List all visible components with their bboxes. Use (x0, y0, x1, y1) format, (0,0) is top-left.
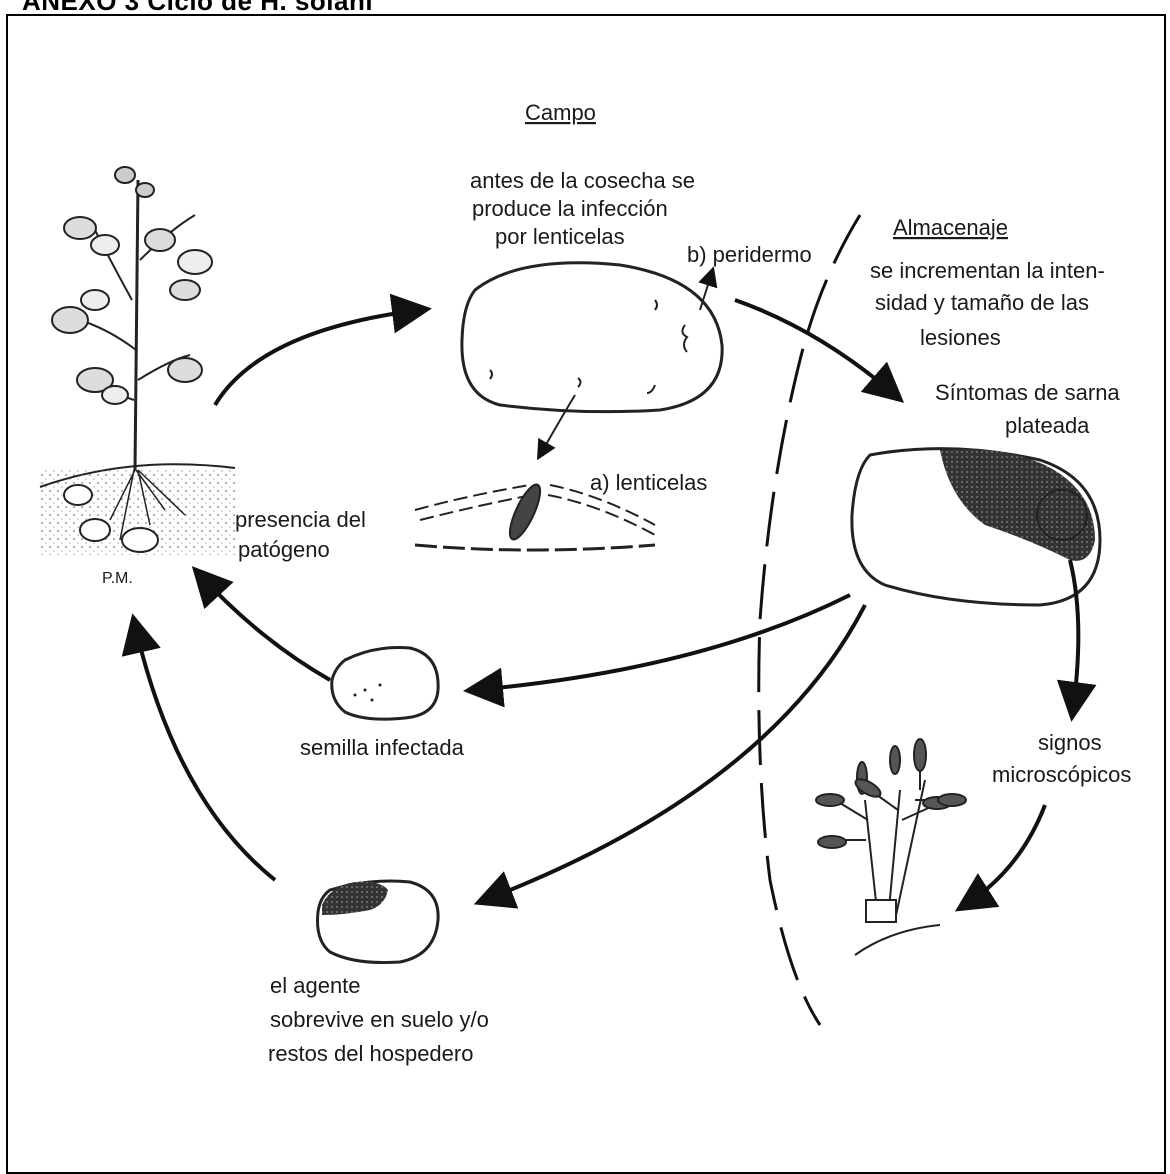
infected-seed-tuber (332, 648, 438, 720)
label-pm: P.M. (102, 570, 133, 587)
field-tuber (462, 263, 722, 412)
surviving-tuber (318, 881, 439, 963)
label-presencia-line1: presencia del (235, 507, 366, 532)
potato-plant-illustration (40, 167, 235, 555)
microscopic-conidiophores (816, 739, 966, 955)
label-signos-line2: microscópicos (992, 762, 1131, 787)
label-campo-line2: produce la infección (472, 196, 668, 221)
label-campo-line1: antes de la cosecha se (470, 168, 695, 193)
silver-scurf-tuber (852, 449, 1100, 605)
label-peridermo: b) peridermo (687, 242, 812, 267)
label-agente-line2: sobrevive en suelo y/o (270, 1007, 489, 1032)
label-presencia-line2: patógeno (238, 537, 330, 562)
label-alm-line2: sidad y tamaño de las (875, 290, 1089, 315)
label-agente-line1: el agente (270, 973, 361, 998)
storage-boundary (759, 215, 860, 1025)
label-almacenaje: Almacenaje (893, 215, 1008, 240)
label-campo: Campo (525, 100, 596, 125)
label-sintomas-line2: plateada (1005, 413, 1090, 438)
label-campo-line3: por lenticelas (495, 224, 625, 249)
label-agente-line3: restos del hospedero (268, 1041, 473, 1066)
label-alm-line1: se incrementan la inten- (870, 258, 1105, 283)
label-semilla: semilla infectada (300, 735, 465, 760)
label-alm-line3: lesiones (920, 325, 1001, 350)
label-lenticelas: a) lenticelas (590, 470, 707, 495)
label-signos-line1: signos (1038, 730, 1102, 755)
label-sintomas-line1: Síntomas de sarna (935, 380, 1120, 405)
